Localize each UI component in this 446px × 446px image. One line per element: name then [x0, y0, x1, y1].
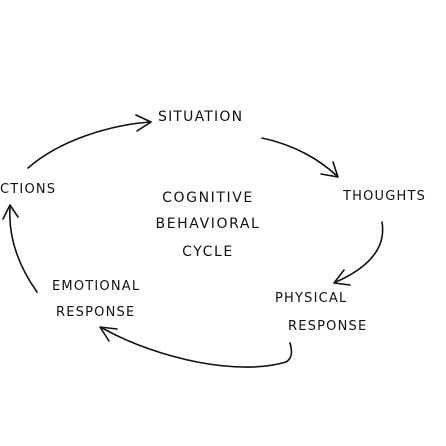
arrowhead-actions-to-situation	[135, 114, 152, 132]
node-situation: Situation	[158, 109, 244, 125]
arrow-physical-to-emotional	[101, 327, 293, 368]
node-physical-line2: Response	[288, 319, 368, 334]
center-line3: Cycle	[182, 244, 234, 260]
center-line1: Cognitive	[162, 190, 254, 206]
center-line2: Behavioral	[155, 216, 261, 232]
arrowhead-situation-to-thoughts	[320, 161, 339, 178]
arrow-actions-to-situation	[27, 121, 151, 169]
node-emotional-line2: Response	[56, 305, 136, 320]
node-thoughts: Thoughts	[343, 189, 427, 204]
arrow-emotional-to-actions	[9, 206, 38, 293]
arrowhead-physical-to-emotional	[99, 326, 118, 342]
arrow-thoughts-to-physical	[335, 221, 384, 283]
arrowhead-emotional-to-actions	[2, 204, 19, 220]
arrowhead-thoughts-to-physical	[333, 269, 351, 286]
arrow-situation-to-thoughts	[261, 137, 338, 177]
node-actions: ctions	[0, 182, 57, 197]
node-emotional-line1: Emotional	[52, 279, 141, 294]
node-physical-line1: Physical	[275, 291, 348, 306]
